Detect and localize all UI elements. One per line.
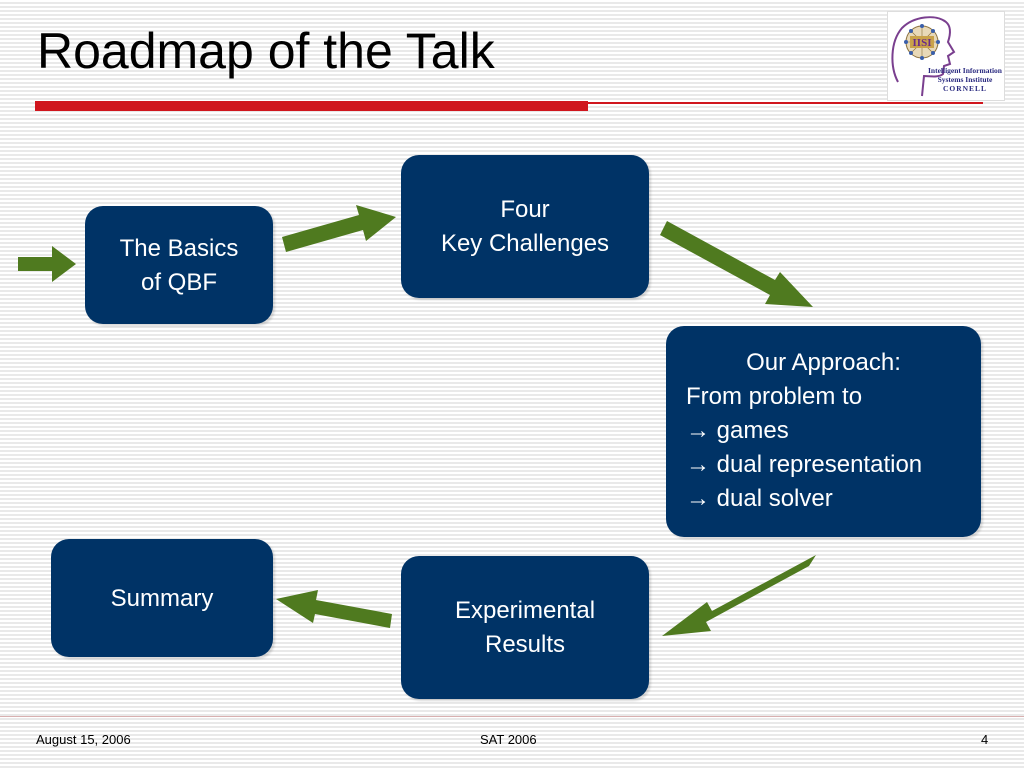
node-results-line-1: Experimental [454, 597, 596, 624]
logo-line-1: Intelligent Information [928, 66, 1002, 75]
arrow-icon [662, 555, 816, 636]
logo-line-3: CORNELL [942, 84, 988, 93]
arrow-icon [282, 205, 396, 252]
node-basics-of-qbf: The Basics of QBF [85, 206, 273, 324]
node-challenges-line-1: Four [500, 196, 550, 223]
slide-title: Roadmap of the Talk [37, 23, 495, 79]
footer-rule [0, 716, 1024, 717]
page-number: 4 [981, 732, 989, 747]
node-experimental-results: Experimental Results [401, 556, 649, 699]
title-underline-thin [588, 102, 983, 104]
footer-date: August 15, 2006 [36, 732, 131, 747]
logo-initials: IISI [913, 37, 932, 49]
node-results-line-2: Results [484, 631, 566, 658]
node-key-challenges: Four Key Challenges [401, 155, 649, 298]
iisi-logo: IISI Intelligent Information Systems Ins… [887, 11, 1005, 101]
node-basics-line-1: The Basics [119, 235, 239, 262]
logo-text: Intelligent Information Systems Institut… [926, 66, 1004, 93]
node-approach-line-5: → dual solver [686, 485, 833, 512]
node-summary: Summary [51, 539, 273, 657]
arrow-icon [660, 221, 813, 307]
node-our-approach: Our Approach: From problem to → games → … [666, 326, 981, 537]
node-approach-line-1: Our Approach: [746, 349, 901, 376]
footer-event: SAT 2006 [480, 732, 537, 747]
node-summary-line-1: Summary [110, 585, 214, 612]
node-approach-line-3: → games [686, 417, 789, 444]
head-silhouette-icon: IISI [891, 16, 956, 97]
node-approach-line-4: → dual representation [686, 451, 923, 478]
logo-line-2: Systems Institute [937, 75, 993, 84]
arrow-icon [276, 590, 392, 628]
node-basics-line-2: of QBF [140, 269, 218, 296]
node-approach-line-2: From problem to [686, 383, 863, 410]
title-underline [35, 101, 588, 111]
arrow-icon [18, 246, 76, 282]
node-challenges-line-2: Key Challenges [440, 230, 610, 257]
